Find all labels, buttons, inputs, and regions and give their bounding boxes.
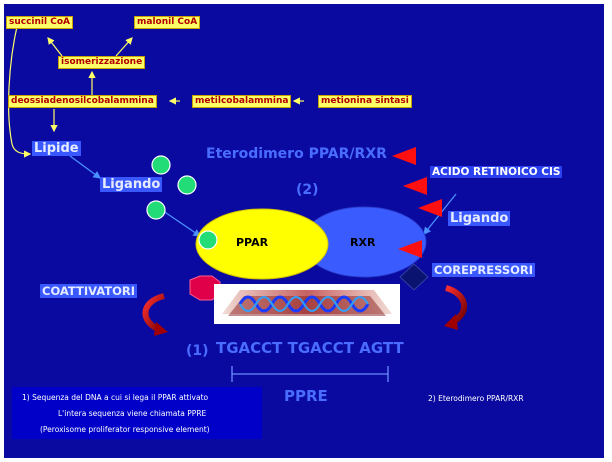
corepressori-text: COREPRESSORI: [432, 263, 536, 277]
metilcobalammina-box: metilcobalammina: [192, 95, 292, 108]
arrow-to-malonil: [115, 37, 133, 57]
number-2-label: (2): [296, 182, 319, 198]
ligando-left-text: Ligando: [100, 177, 163, 192]
note-left-line-2: L'intera sequenza viene chiamata PPRE: [58, 409, 207, 418]
note-left-line-1: 1) Sequenza del DNA a cui si lega il PPA…: [22, 393, 209, 402]
coactivator-curl-head-icon: [154, 322, 168, 336]
ligando-right-text: Ligando: [448, 211, 511, 226]
deossiadenosilcobalammina-box: deossiadenosilcobalammina: [8, 95, 157, 108]
corepressor-shape: [399, 263, 429, 291]
succinil-coa-box: succinil CoA: [6, 16, 73, 29]
ppre-label: PPRE: [284, 387, 328, 405]
dna-helix-image: [214, 284, 400, 324]
corepressori-label: COREPRESSORI: [432, 263, 536, 277]
note-left-line-3: (Peroxisome proliferator responsive elem…: [40, 425, 210, 434]
ligand-circle: [177, 175, 197, 195]
ppar-label: PPAR: [236, 236, 269, 249]
note-box: [12, 387, 262, 439]
corepressor-curl-head-icon: [444, 314, 458, 330]
arrow-to-succinil: [47, 37, 63, 57]
ra-triangle: [418, 199, 442, 217]
acido-retinoico-text: ACIDO RETINOICO CIS: [430, 166, 563, 178]
diagram-graphics: [8, 21, 467, 439]
ligand-circle: [151, 155, 171, 175]
lipide-text: Lipide: [32, 141, 81, 156]
ligand-molecules: [146, 155, 218, 250]
ra-triangle-bound: [398, 240, 422, 258]
coattivatori-label: COATTIVATORI: [40, 284, 138, 298]
pathway-arrows: [8, 21, 304, 158]
slide-canvas: succinil CoA malonil CoA isomerizzazione…: [4, 4, 604, 458]
sequence-label: TGACCT TGACCT AGTT: [216, 339, 404, 357]
ligando-left-label: Ligando: [100, 177, 163, 192]
acido-retinoico-label: ACIDO RETINOICO CIS: [430, 166, 563, 178]
arrow-lipide-to-ligando: [69, 155, 102, 179]
arrow-succinil-to-lipide: [8, 21, 32, 158]
isomerizzazione-box: isomerizzazione: [58, 56, 146, 69]
metionina-sintasi-box: metionina sintasi: [318, 95, 412, 108]
ppar-ellipse: [195, 208, 329, 280]
ppre-bracket: [231, 366, 389, 382]
ligand-circle-bound: [198, 230, 218, 250]
ligand-circle: [146, 200, 166, 220]
ra-triangle: [392, 147, 416, 165]
number-1-label: (1): [186, 343, 209, 359]
lipide-label: Lipide: [32, 141, 81, 156]
note-right-line-1: 2) Eterodimero PPAR/RXR: [428, 394, 524, 403]
eterodimero-label: Eterodimero PPAR/RXR: [206, 146, 387, 162]
retinoic-acid-triangles: [392, 147, 442, 258]
coactivator-curl-icon: [142, 293, 165, 333]
malonil-coa-box: malonil CoA: [134, 16, 201, 29]
ra-triangle: [403, 177, 427, 195]
rxr-label: RXR: [350, 236, 376, 249]
coattivatori-text: COATTIVATORI: [40, 284, 138, 298]
ligando-right-label: Ligando: [448, 211, 511, 226]
